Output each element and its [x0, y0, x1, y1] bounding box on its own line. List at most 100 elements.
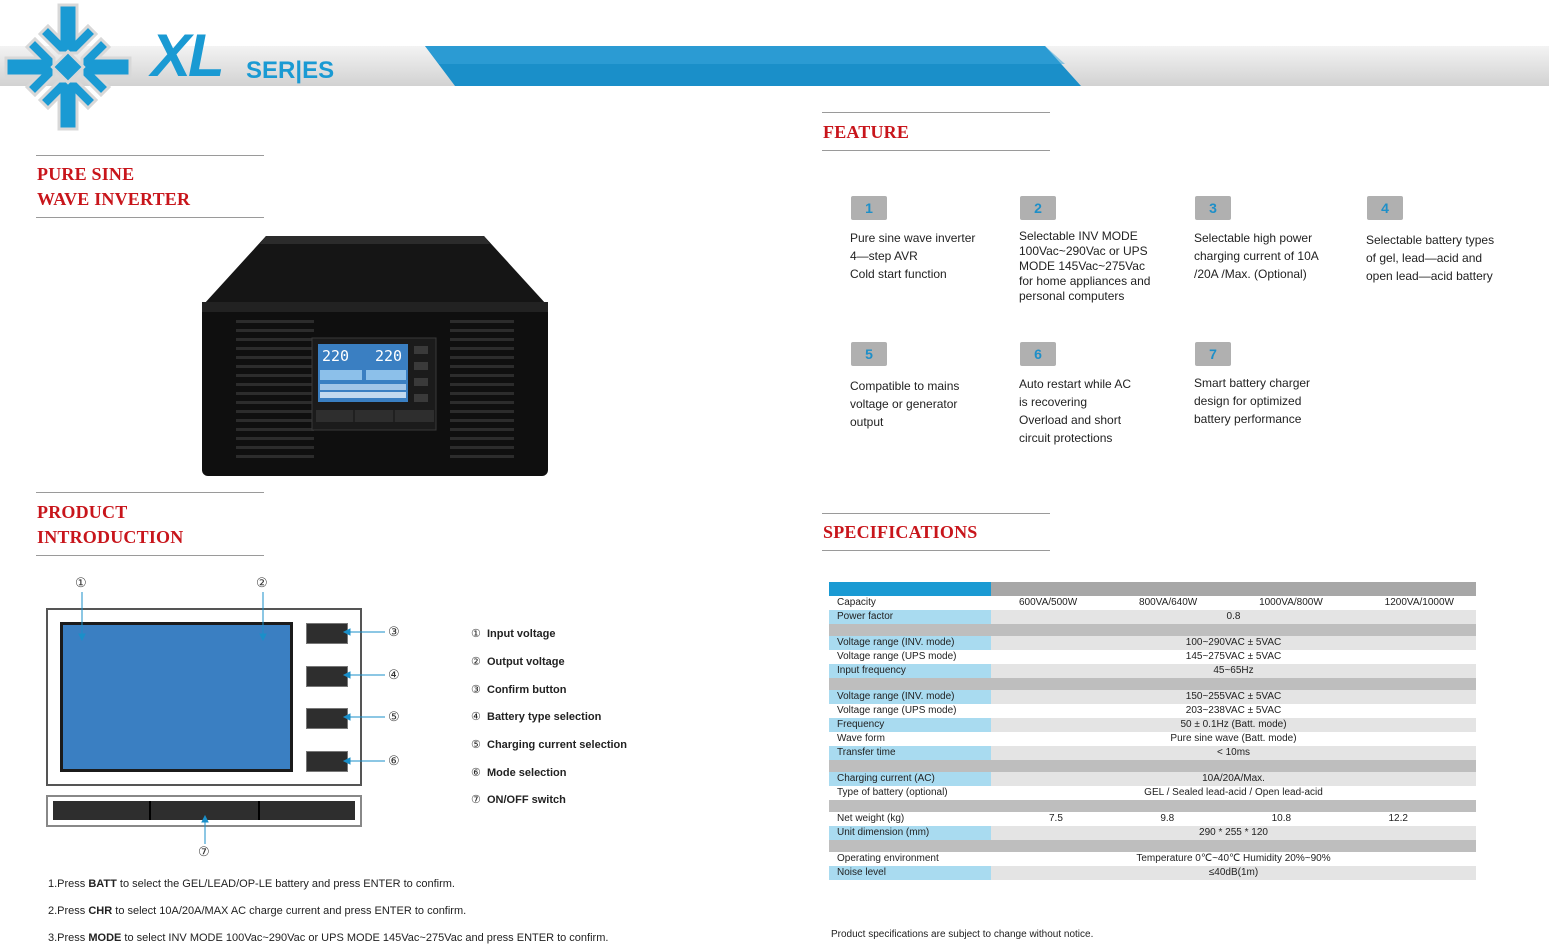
group-separator-row: [829, 678, 1476, 690]
row-label: Transfer time: [829, 746, 991, 760]
rule: [36, 155, 264, 156]
table-row: Noise level≤40dB(1m): [829, 866, 1476, 880]
snowflake-logo-icon: [4, 3, 132, 131]
legend-label: Output voltage: [487, 656, 565, 668]
row-label: Type of battery (optional): [837, 787, 948, 798]
lcd-reading-left: 220: [322, 347, 350, 365]
row-label: Voltage range (INV. mode): [829, 636, 991, 650]
note-text: to select INV MODE 100Vac~290Vac or UPS …: [121, 932, 609, 944]
section-title-specifications: SPECIFICATIONS: [823, 522, 978, 542]
note-key: BATT: [88, 878, 117, 890]
series-logo-xl: XL: [151, 22, 225, 89]
note-text: to select 10A/20A/MAX AC charge current …: [112, 905, 467, 917]
table-header-row: [829, 582, 1476, 596]
note-text: 1.Press: [48, 878, 89, 890]
rule: [36, 555, 264, 556]
rule: [36, 492, 264, 493]
row-label: Voltage range (UPS mode): [837, 651, 957, 662]
weight-value: 12.2: [1388, 813, 1408, 824]
row-value: 0.8: [991, 610, 1476, 624]
separator-cell: [991, 840, 1476, 852]
group-separator-row: [829, 800, 1476, 812]
feature-text: Compatible to mains voltage or generator…: [850, 379, 960, 429]
title-line: PRODUCT: [37, 502, 128, 522]
inverter-body-icon: [202, 236, 548, 476]
instruction-note: 2.Press CHR to select 10A/20A/MAX AC cha…: [48, 905, 466, 917]
switch-divider: [258, 801, 260, 820]
row-value: GEL / Sealed lead-acid / Open lead-acid: [1144, 787, 1323, 798]
callout-number: ⑦: [198, 844, 210, 859]
capacity-value: 1000VA/800W: [1259, 597, 1323, 608]
row-label: Net weight (kg): [837, 813, 905, 824]
separator-cell: [991, 800, 1476, 812]
feature-number-badge: 1: [851, 196, 887, 220]
feature-text: Pure sine wave inverter 4—step AVR Cold …: [850, 231, 976, 281]
row-label: Voltage range (UPS mode): [837, 705, 957, 716]
legend-label: Mode selection: [487, 767, 567, 779]
feature-number-badge: 3: [1195, 196, 1231, 220]
table-row: Capacity 600VA/500W 800VA/640W 1000VA/80…: [829, 596, 1476, 610]
weight-value: 7.5: [1049, 813, 1063, 824]
legend-label: Confirm button: [487, 684, 567, 696]
feature-number-badge: 7: [1195, 342, 1231, 366]
callout-number: ③: [388, 624, 400, 639]
feature-text: Selectable battery types of gel, lead—ac…: [1366, 233, 1495, 283]
row-label: Wave form: [837, 733, 885, 744]
rule: [822, 150, 1050, 151]
table-row: Unit dimension (mm)290 * 255 * 120: [829, 826, 1476, 840]
row-label: Unit dimension (mm): [829, 826, 991, 840]
header-cell: [991, 582, 1476, 596]
switch-bar: [53, 801, 355, 820]
row-values: 600VA/500W 800VA/640W 1000VA/800W 1200VA…: [991, 596, 1476, 610]
table-row: Wave form Pure sine wave (Batt. mode): [829, 732, 1476, 746]
rule: [822, 112, 1050, 113]
specifications-footnote: Product specifications are subject to ch…: [831, 929, 1094, 940]
capacity-value: 800VA/640W: [1139, 597, 1198, 608]
feature-number-badge: 5: [851, 342, 887, 366]
separator-cell: [829, 678, 991, 690]
instruction-note: 1.Press BATT to select the GEL/LEAD/OP-L…: [48, 878, 455, 890]
title-line: PURE SINE: [37, 164, 135, 184]
callout-number: ②: [256, 575, 268, 590]
title-line: WAVE INVERTER: [37, 189, 191, 209]
rule: [36, 217, 264, 218]
callout-number: ④: [388, 667, 400, 682]
rule: [822, 513, 1050, 514]
row-value: Pure sine wave (Batt. mode): [1170, 733, 1297, 744]
series-logo-text: SER|ES: [246, 57, 335, 84]
separator-cell: [829, 760, 991, 772]
feature-number-badge: 4: [1367, 196, 1403, 220]
row-label: Power factor: [829, 610, 991, 624]
row-label: Voltage range (INV. mode): [829, 690, 991, 704]
lcd-reading-right: 220: [375, 347, 403, 365]
note-text: 2.Press: [48, 905, 89, 917]
feature-text: Selectable INV MODE 100Vac~290Vac or UPS…: [1019, 229, 1151, 303]
row-label: Input frequency: [829, 664, 991, 678]
legend-num: ⑥: [471, 767, 481, 779]
feature-number-badge: 2: [1020, 196, 1056, 220]
row-value: 45~65Hz: [991, 664, 1476, 678]
note-text: 3.Press: [48, 932, 89, 944]
legend-label: Battery type selection: [487, 711, 602, 723]
lcd-screen: [60, 622, 293, 772]
separator-cell: [829, 624, 991, 636]
row-value: 145~275VAC ± 5VAC: [1185, 651, 1282, 662]
legend-num: ①: [471, 628, 481, 640]
instruction-note: 3.Press MODE to select INV MODE 100Vac~2…: [48, 932, 608, 944]
row-value: 203~238VAC ± 5VAC: [1185, 705, 1282, 716]
row-value: 150~255VAC ± 5VAC: [991, 690, 1476, 704]
separator-cell: [829, 840, 991, 852]
weight-value: 10.8: [1271, 813, 1292, 824]
separator-cell: [991, 678, 1476, 690]
feature-text: Selectable high power charging current o…: [1194, 231, 1319, 281]
rule: [822, 550, 1050, 551]
group-separator-row: [829, 840, 1476, 852]
switch-divider: [149, 801, 151, 820]
header-blue-banner: [425, 46, 1081, 86]
